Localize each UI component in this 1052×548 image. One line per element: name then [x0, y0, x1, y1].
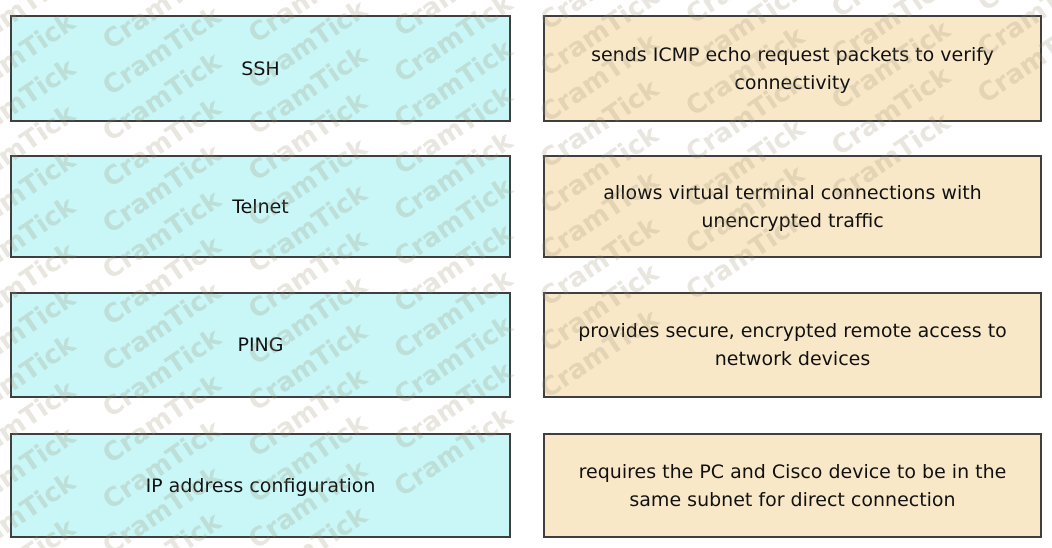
left-card-label: IP address configuration [145, 474, 376, 497]
right-card-label: provides secure, encrypted remote access… [578, 320, 1007, 370]
right-card-label: requires the PC and Cisco device to be i… [578, 460, 1007, 511]
right-card-label: sends ICMP echo request packets to verif… [591, 43, 994, 94]
left-card-label: Telnet [232, 195, 289, 218]
left-card-ip-address-configuration[interactable]: IP address configuration [10, 433, 511, 538]
left-card-label: PING [237, 334, 284, 356]
left-card-ssh[interactable]: SSH [10, 15, 511, 122]
left-card-ping[interactable]: PING [10, 292, 511, 398]
right-card-icmp-echo[interactable]: sends ICMP echo request packets to verif… [543, 15, 1042, 122]
right-card-label: allows virtual terminal connections with… [603, 181, 982, 232]
right-card-virtual-terminal[interactable]: allows virtual terminal connections with… [543, 155, 1042, 258]
right-card-same-subnet[interactable]: requires the PC and Cisco device to be i… [543, 433, 1042, 538]
left-card-label: SSH [241, 57, 280, 80]
right-card-secure-remote-access[interactable]: provides secure, encrypted remote access… [543, 292, 1042, 398]
left-card-telnet[interactable]: Telnet [10, 155, 511, 258]
